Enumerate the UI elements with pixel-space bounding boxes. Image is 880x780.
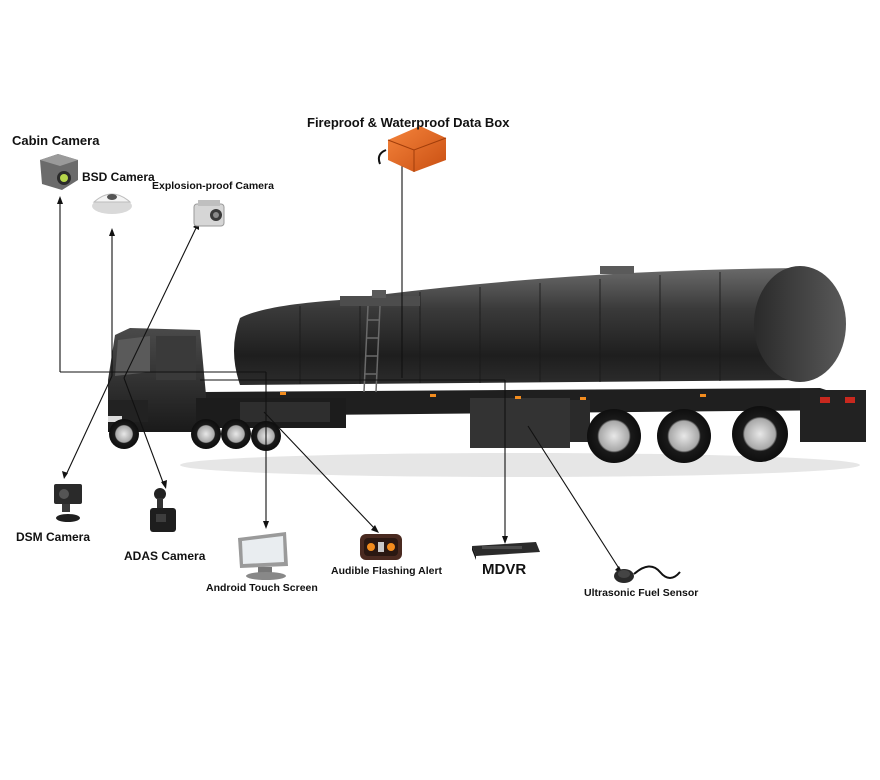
data-box-label: Fireproof & Waterproof Data Box bbox=[307, 115, 510, 130]
rear-bumper bbox=[800, 390, 866, 442]
dsm-camera-icon bbox=[54, 484, 82, 522]
tail-light bbox=[820, 397, 830, 403]
touch-screen-monitor-icon bbox=[238, 532, 288, 580]
fuel-sensor-label: Ultrasonic Fuel Sensor bbox=[584, 587, 699, 599]
ultrasonic-sensor-icon bbox=[614, 565, 681, 583]
headlight bbox=[108, 416, 122, 422]
mdvr-recorder-icon bbox=[472, 542, 540, 560]
cabin-camera-label: Cabin Camera bbox=[12, 133, 100, 148]
fuel-tank bbox=[240, 402, 330, 422]
flashing-alert-label: Audible Flashing Alert bbox=[331, 565, 443, 577]
adas-camera-icon bbox=[150, 488, 176, 532]
tail-light bbox=[845, 397, 855, 403]
cabin-camera-icon bbox=[40, 154, 78, 190]
tank-hatch bbox=[600, 266, 634, 274]
tanker-truck bbox=[108, 266, 866, 477]
dsm-camera-label: DSM Camera bbox=[16, 530, 91, 544]
tank-ribs bbox=[299, 272, 721, 384]
manhole-cover bbox=[372, 290, 386, 298]
adas-camera-label: ADAS Camera bbox=[124, 549, 206, 563]
dome-camera-icon bbox=[92, 193, 132, 214]
touch-screen-label: Android Touch Screen bbox=[206, 582, 318, 594]
orange-data-box-icon bbox=[377, 126, 447, 172]
explosion-camera-label: Explosion-proof Camera bbox=[152, 180, 274, 192]
marker-lights bbox=[280, 392, 706, 400]
trailer-skirt bbox=[570, 400, 590, 442]
connector-lines bbox=[59, 160, 621, 571]
tank-catwalk bbox=[340, 296, 420, 306]
tank-end-cap bbox=[754, 266, 846, 382]
cab-door bbox=[156, 336, 196, 380]
explosion-proof-camera-icon bbox=[193, 200, 225, 227]
flashing-alert-icon bbox=[360, 534, 402, 560]
wheels bbox=[109, 406, 788, 463]
trailer-toolbox bbox=[470, 398, 570, 448]
tank-body bbox=[234, 268, 800, 385]
mdvr-label: MDVR bbox=[482, 561, 527, 578]
cab-windshield bbox=[115, 336, 150, 376]
tank-ladder bbox=[363, 305, 381, 393]
bsd-camera-label: BSD Camera bbox=[82, 170, 155, 184]
